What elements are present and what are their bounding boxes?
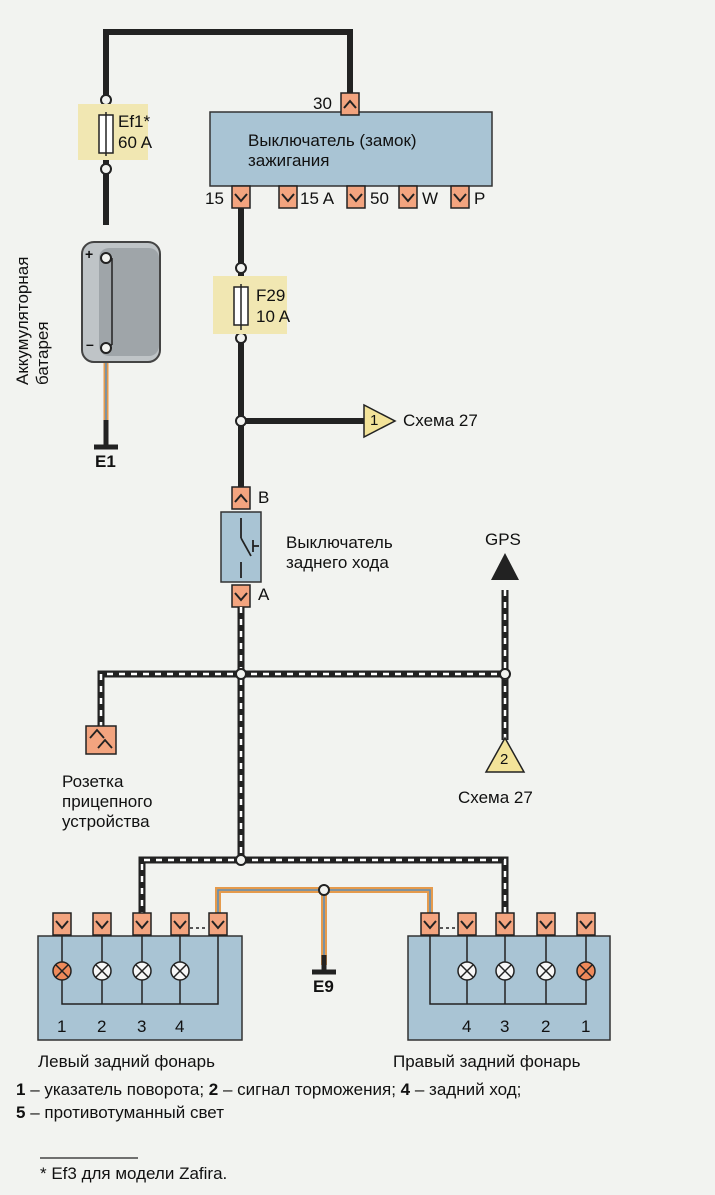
ignition-title: Выключатель (замок) зажигания xyxy=(248,131,417,170)
ground-e1-symbol xyxy=(94,420,118,450)
ref1-number: 1 xyxy=(370,412,379,429)
fuse-f29-name: F29 xyxy=(256,286,286,305)
left-lamp-bulb-2 xyxy=(92,961,112,981)
battery xyxy=(81,241,161,363)
wires-ground-e9 xyxy=(215,887,433,965)
ignition-pin-15a xyxy=(278,185,298,209)
ignition-pin-w-label: W xyxy=(422,189,439,208)
ignition-pin-50 xyxy=(346,185,366,209)
legend-line-1: 1 – указатель поворота; 2 – сигнал тормо… xyxy=(16,1080,522,1099)
ref2-label: Схема 27 xyxy=(458,788,533,807)
wires-dashed-outer xyxy=(97,590,509,918)
reverse-switch-pin-b-label: B xyxy=(258,488,270,507)
reverse-switch-pin-a-label: A xyxy=(258,585,270,604)
ignition-pin-w xyxy=(398,185,418,209)
ref1-label: Схема 27 xyxy=(403,411,478,430)
left-lamp-number: 1 xyxy=(57,1017,67,1036)
right-lamp-bulb-4 xyxy=(457,961,477,981)
right-lamp-box xyxy=(407,935,611,1041)
reverse-switch-label: Выключатель заднего хода xyxy=(286,533,393,572)
fuse-ef1-name: Ef1* xyxy=(118,112,151,131)
fuse-f29-rating: 10 A xyxy=(256,307,291,326)
right-lamp-bulb-2 xyxy=(536,961,556,981)
ignition-pin-15a-label: 15 A xyxy=(300,189,335,208)
ground-e9-symbol xyxy=(312,955,336,975)
wires-dashed-inner xyxy=(99,590,507,918)
fuse-ef1-rating: 60 A xyxy=(118,133,153,152)
ground-e1-label: E1 xyxy=(95,452,116,471)
gps-label: GPS xyxy=(485,530,521,549)
reverse-switch-pin-b xyxy=(231,486,251,510)
reverse-switch-contact xyxy=(240,518,259,578)
legend-line-2: 5 – противотуманный свет xyxy=(16,1103,224,1122)
ignition-pin-p-label: P xyxy=(474,189,486,208)
battery-label: Аккумуляторная батарея xyxy=(13,256,52,385)
right-lamp-number: 1 xyxy=(581,1017,591,1036)
trailer-socket-label: Розетка прицепного устройства xyxy=(62,772,153,831)
fuse-ef1 xyxy=(78,104,148,160)
ref1-triangle xyxy=(363,403,397,439)
ref2-number: 2 xyxy=(500,751,509,768)
left-lamp-label: Левый задний фонарь xyxy=(38,1052,215,1071)
fuse-f29 xyxy=(213,276,287,334)
ref2-triangle xyxy=(484,736,526,773)
left-lamp-bulb-3 xyxy=(132,961,152,981)
right-lamp-bulb-3 xyxy=(495,961,515,981)
ignition-pin-15-label: 15 xyxy=(205,189,224,208)
left-lamp-number: 4 xyxy=(175,1017,185,1036)
ignition-pin-p xyxy=(450,185,470,209)
right-lamp-number: 2 xyxy=(541,1017,551,1036)
left-lamp-bulb-1 xyxy=(52,961,72,981)
trailer-socket xyxy=(85,725,117,755)
right-lamp-bulb-1 xyxy=(576,961,596,981)
ground-e9-label: E9 xyxy=(313,977,334,996)
ignition-pin-30 xyxy=(340,92,360,116)
left-lamp-bulb-4 xyxy=(170,961,190,981)
left-lamp-number: 2 xyxy=(97,1017,107,1036)
gps-arrow xyxy=(491,553,519,580)
ignition-pin-15 xyxy=(231,185,251,209)
footnote: * Ef3 для модели Zafira. xyxy=(40,1164,228,1183)
left-lamp-box xyxy=(37,935,243,1041)
ignition-pin-50-label: 50 xyxy=(370,189,389,208)
battery-minus: – xyxy=(86,336,94,352)
reverse-switch-pin-a xyxy=(231,584,251,608)
right-lamp-label: Правый задний фонарь xyxy=(393,1052,581,1071)
left-lamp-number: 3 xyxy=(137,1017,147,1036)
right-lamp-number: 4 xyxy=(462,1017,472,1036)
right-lamp-number: 3 xyxy=(500,1017,510,1036)
ignition-pin-30-label: 30 xyxy=(313,94,332,113)
battery-plus: + xyxy=(85,246,94,262)
